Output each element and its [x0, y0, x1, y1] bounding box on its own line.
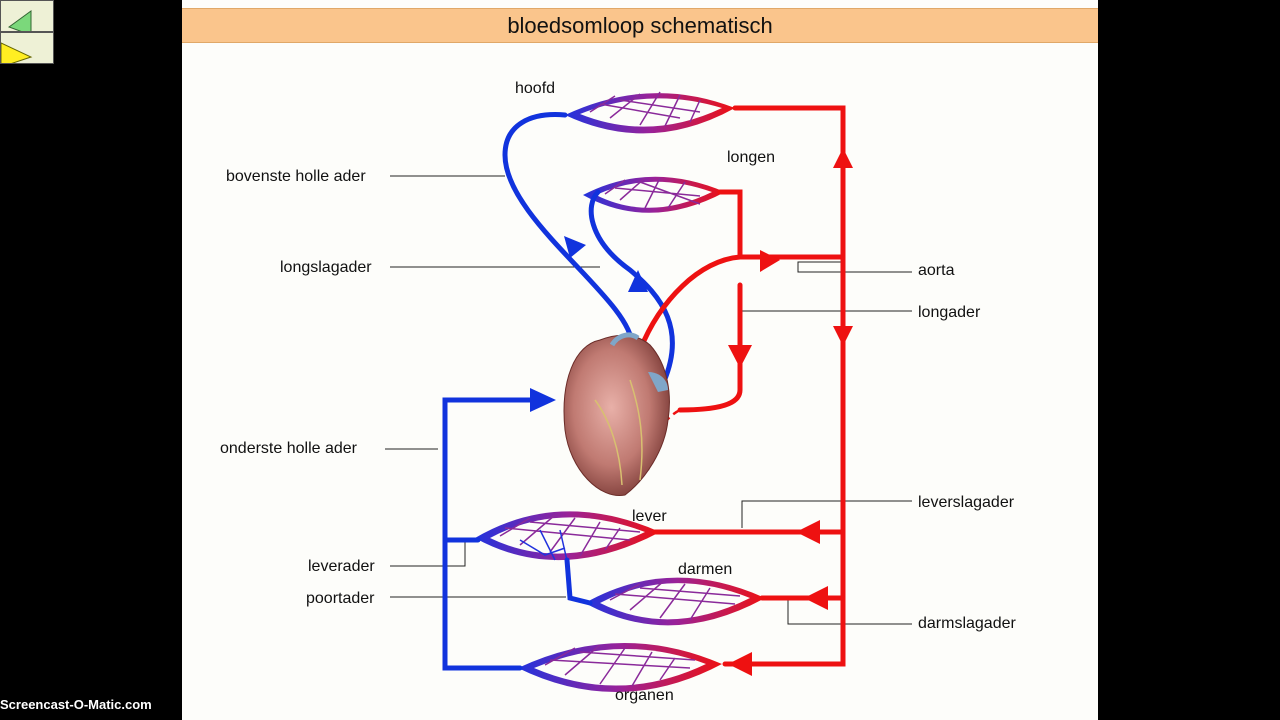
- label-poortader: poortader: [306, 590, 375, 607]
- nav-next-button[interactable]: [0, 32, 54, 64]
- label-connectors: [385, 175, 912, 625]
- capillary-bed-liver: [475, 511, 660, 566]
- capillary-bed-organs: [518, 642, 722, 693]
- label-aorta: aorta: [918, 262, 955, 279]
- heart-icon: [563, 332, 670, 497]
- venous-vessels: [442, 112, 675, 671]
- arrow-pulmonary-vein: [728, 345, 752, 368]
- label-longader: longader: [918, 304, 981, 321]
- flow-arrows: [530, 148, 853, 676]
- nav-back-button[interactable]: [0, 0, 54, 32]
- arterial-vessels: [637, 105, 846, 667]
- arrow-inferior-vena-cava: [530, 388, 556, 412]
- page-title: bloedsomloop schematisch: [507, 12, 773, 38]
- watermark: Screencast-O-Matic.com: [0, 697, 152, 712]
- arrow-superior-vena-cava: [564, 236, 586, 258]
- label-organen: organen: [615, 687, 674, 704]
- capillary-bed-intestines: [585, 577, 765, 626]
- yellow-next-arrow-icon: [1, 42, 33, 63]
- arrow-aorta-up: [833, 148, 853, 168]
- slide: bloedsomloop schematisch: [182, 0, 1098, 720]
- circulation-diagram: hoofd longen bovenste holle ader longsla…: [220, 80, 1017, 704]
- arrow-organs: [728, 652, 752, 676]
- label-leverader: leverader: [308, 558, 375, 575]
- arrow-mesenteric-artery: [804, 586, 828, 610]
- capillary-bed-lungs: [583, 176, 725, 213]
- label-longen: longen: [727, 149, 775, 166]
- arrow-aorta-down: [833, 326, 853, 346]
- label-darmen: darmen: [678, 561, 732, 578]
- label-darmslagader: darmslagader: [918, 615, 1017, 632]
- label-onderste-holle-ader: onderste holle ader: [220, 440, 358, 457]
- arrow-pulmonary-artery: [628, 270, 648, 292]
- arrow-hepatic-artery: [796, 520, 820, 544]
- green-back-arrow-icon: [7, 10, 32, 31]
- capillary-bed-head: [565, 91, 735, 134]
- label-bovenste-holle-ader: bovenste holle ader: [226, 168, 366, 185]
- label-longslagader: longslagader: [280, 259, 372, 276]
- arrow-aorta: [760, 250, 780, 272]
- label-leverslagader: leverslagader: [918, 494, 1015, 511]
- label-lever: lever: [632, 508, 667, 525]
- label-hoofd: hoofd: [515, 80, 555, 97]
- title-bar: bloedsomloop schematisch: [182, 8, 1098, 43]
